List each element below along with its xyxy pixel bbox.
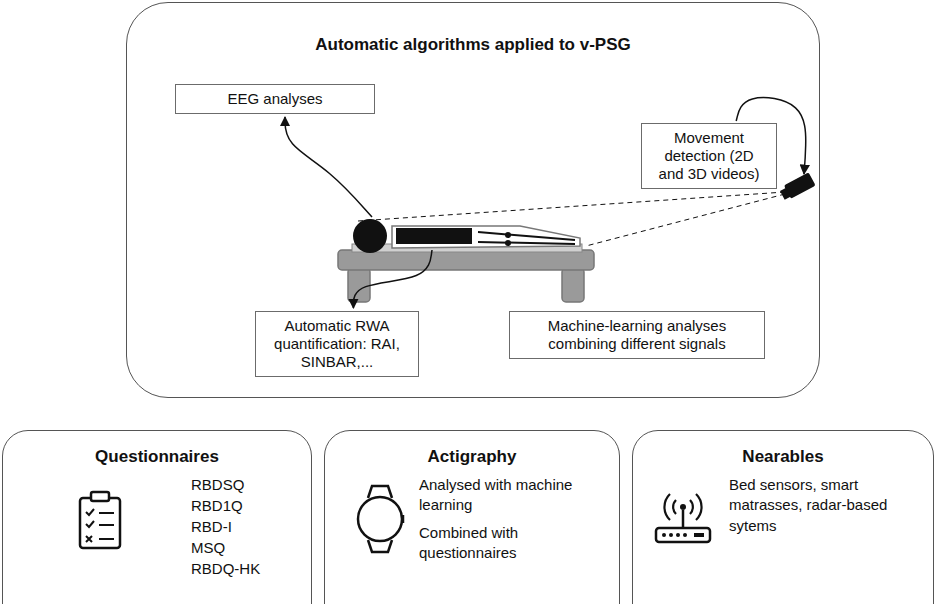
watch-icon — [358, 486, 403, 552]
method-panel: QuestionnairesRBDSQRBD1QRBD-IMSQRBDQ-HK — [2, 430, 312, 604]
panel-heading: Automatic algorithms applied to v-PSG — [127, 35, 819, 55]
panel-heading: Nearables — [633, 447, 933, 467]
patient — [353, 219, 580, 253]
panel-text: Bed sensors, smart matrasses, radar-base… — [729, 475, 889, 536]
camera-view-line — [586, 194, 785, 246]
panel-text: Analysed with machine learning — [419, 475, 609, 516]
bed — [338, 244, 594, 302]
nearable-sensor-icon — [656, 494, 710, 542]
questionnaire-icon — [80, 492, 120, 548]
panel-text: RBDQ-HK — [191, 559, 301, 579]
method-panel: ActigraphyAnalysed with machine learning… — [324, 430, 620, 604]
panel-heading: Actigraphy — [325, 447, 619, 467]
panel-text: Combined with questionnaires — [419, 523, 609, 564]
process-box: Machine-learning analyses combining diff… — [509, 311, 765, 359]
method-panel: NearablesBed sensors, smart matrasses, r… — [632, 430, 934, 604]
process-box: Automatic RWA quantification: RAI, SINBA… — [255, 311, 419, 377]
panel-text: RBD1Q — [191, 496, 301, 516]
box-label: Automatic RWA quantification: RAI, SINBA… — [264, 317, 410, 371]
panel-text: MSQ — [191, 538, 301, 558]
box-label: EEG analyses — [184, 90, 366, 108]
leader-arrow — [285, 117, 372, 217]
algorithm-panel: EEG analysesMovement detection (2D and 3… — [126, 2, 820, 398]
box-label: Movement detection (2D and 3D videos) — [650, 129, 768, 183]
process-box: EEG analyses — [175, 84, 375, 114]
leader-arrow — [353, 250, 432, 308]
panel-heading: Questionnaires — [3, 447, 311, 467]
camera-view-line — [358, 192, 785, 221]
process-box: Movement detection (2D and 3D videos) — [641, 123, 777, 189]
camera-icon — [779, 172, 816, 201]
box-label: Machine-learning analyses combining diff… — [518, 317, 756, 353]
panel-text: RBD-I — [191, 517, 301, 537]
panel-text: RBDSQ — [191, 475, 301, 495]
